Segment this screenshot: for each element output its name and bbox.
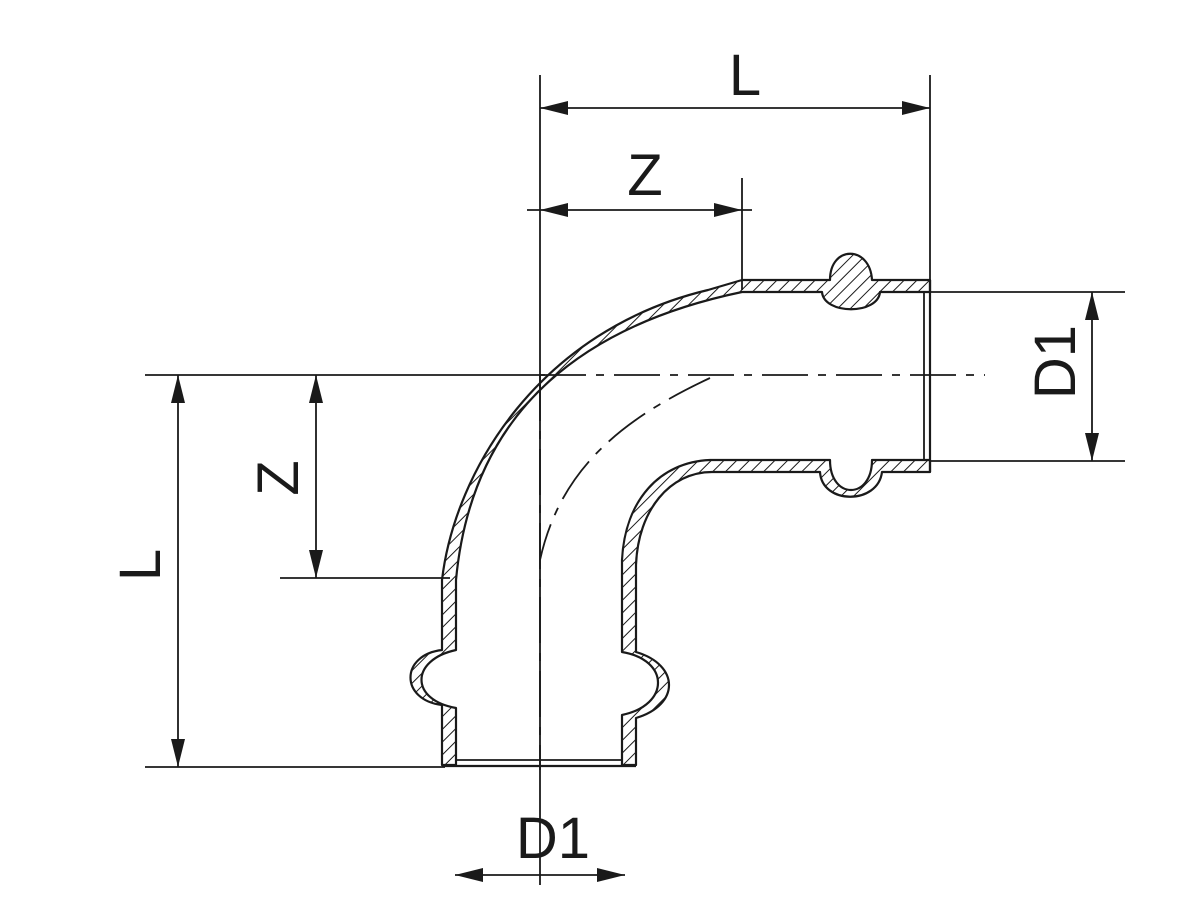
label-left-length: L [108,549,173,581]
label-top-length: L [729,43,761,108]
label-top-z: Z [627,143,662,208]
label-right-diameter: D1 [1023,325,1088,399]
label-left-z: Z [246,460,311,495]
label-bottom-diameter: D1 [516,806,590,871]
outer-wall [409,252,932,767]
dimension-top-length [540,101,930,115]
dimension-left-length [171,375,185,767]
dimension-right-diameter [1085,292,1099,461]
dimension-top-z [527,203,752,217]
center-lines [539,374,985,770]
inner-wall [620,458,932,767]
dimension-bottom-diameter [455,868,625,882]
pipe-elbow [409,252,932,768]
dimension-left-z [309,375,323,578]
